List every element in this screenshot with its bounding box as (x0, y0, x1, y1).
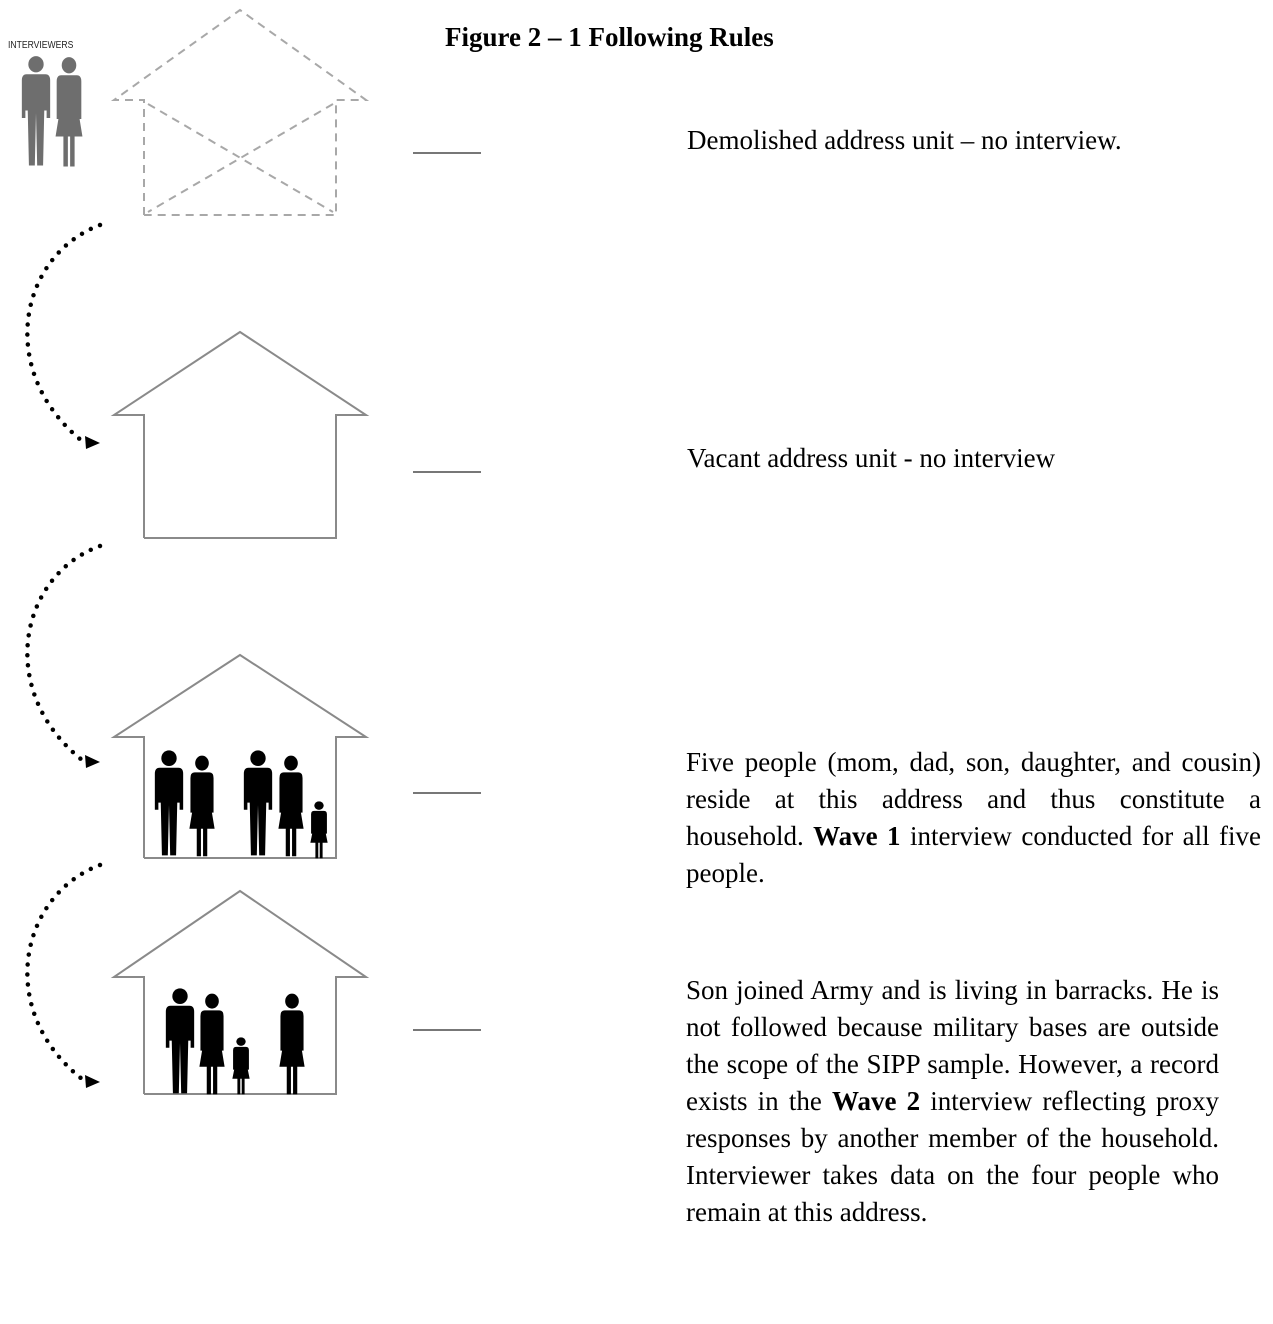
interviewers-label: INTERVIEWERS (8, 39, 74, 51)
interviewers-icon (21, 56, 83, 167)
transition-arrow-2 (25, 543, 103, 768)
caption-text: Five people (mom, dad, son, daughter, an… (686, 747, 1261, 851)
household-five-people-icon (110, 653, 370, 859)
figure-title: Figure 2 – 1 Following Rules (445, 22, 774, 52)
caption-text: Vacant address unit - no interview (687, 443, 1056, 473)
household-four-people-icon (110, 889, 370, 1095)
transition-arrow-3 (25, 862, 103, 1088)
stage-caption-household: Five people (mom, dad, son, daughter, an… (686, 744, 1261, 892)
caption-text: interview conducted for all five people. (686, 821, 1261, 888)
connector-line-1 (413, 152, 481, 154)
demolished-house-icon (110, 8, 370, 216)
caption-text: Wave 1 (813, 821, 901, 851)
stage-caption-demolished: Demolished address unit – no interview. (687, 122, 1122, 159)
caption-text: Wave 2 (831, 1086, 921, 1116)
stage-caption-vacant: Vacant address unit - no interview (687, 440, 1055, 477)
connector-line-4 (413, 1029, 481, 1031)
connector-line-2 (413, 471, 481, 473)
caption-text: Son joined Army and is living in barrack… (686, 975, 1219, 1116)
connector-line-3 (413, 792, 481, 794)
stage-caption-son-leaves: Son joined Army and is living in barrack… (686, 972, 1219, 1231)
caption-text: interview reflecting proxy responses by … (686, 1086, 1219, 1227)
caption-text: Demolished address unit – no interview. (687, 125, 1122, 155)
vacant-house-icon (110, 330, 370, 539)
transition-arrow-1 (25, 222, 103, 449)
